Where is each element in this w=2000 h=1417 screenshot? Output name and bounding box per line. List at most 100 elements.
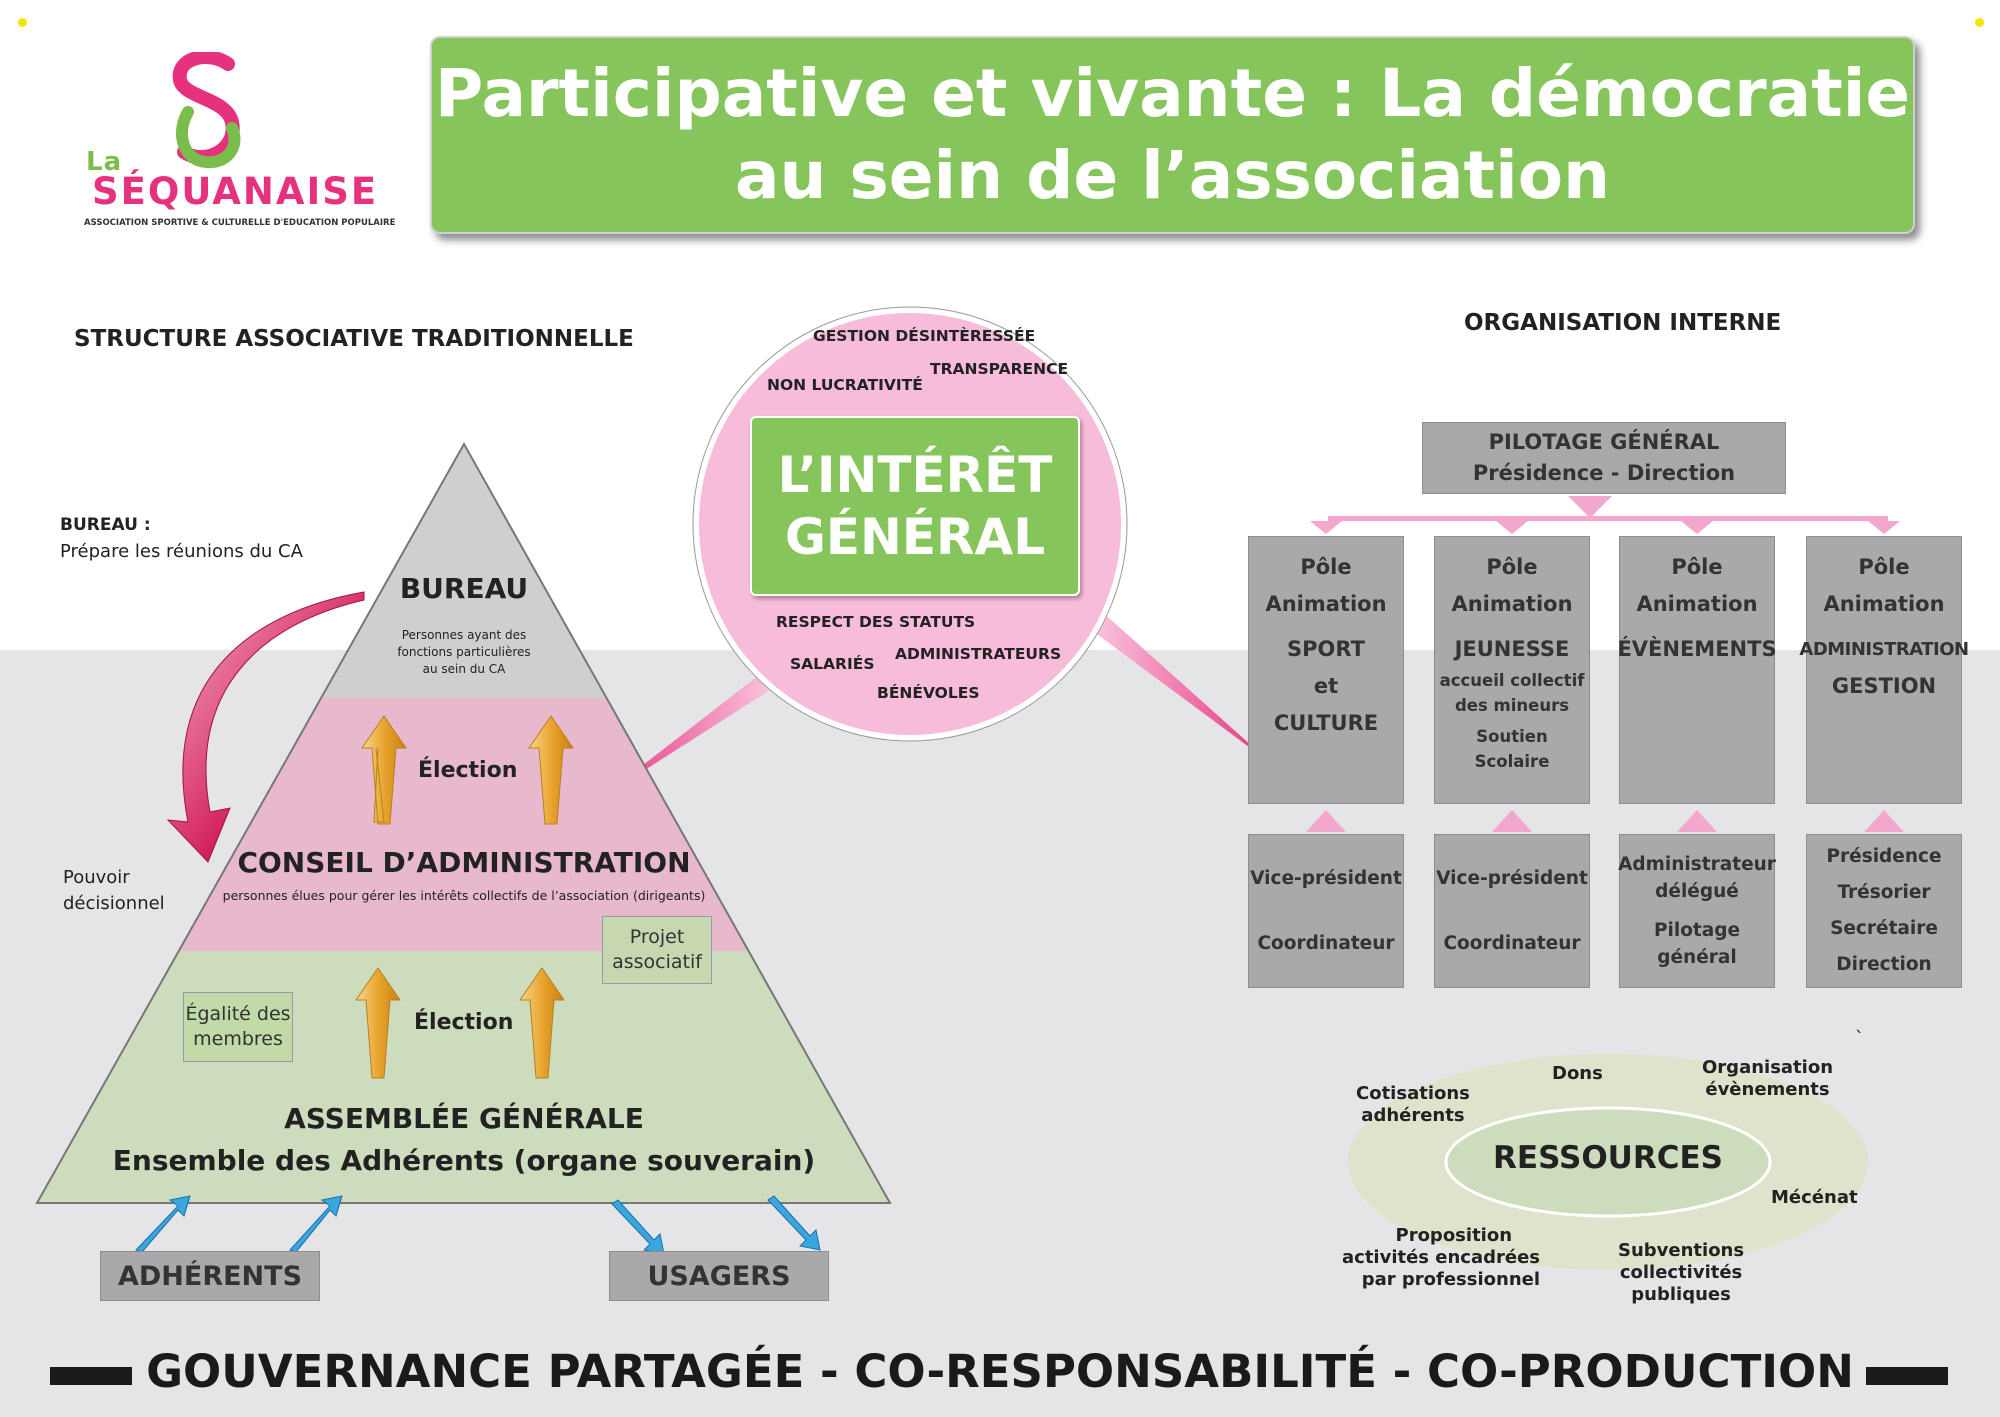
logo-name: SÉQUANAISE	[92, 170, 379, 213]
pilotage-line-1: PILOTAGE GÉNÉRAL	[1488, 430, 1720, 454]
res-mecenat: Mécénat	[1771, 1187, 1858, 1209]
egalite-line-2: membres	[193, 1028, 283, 1050]
role-label: général	[1657, 947, 1737, 968]
pyramid-bureau-desc-3: au sein du CA	[422, 662, 506, 676]
pyramid-layer-ag	[37, 951, 890, 1203]
role-label: Administrateur	[1618, 854, 1776, 875]
projet-associatif-box: Projet associatif	[602, 916, 712, 984]
pole-label: Animation	[1636, 592, 1758, 616]
res-proposition: Proposition activités encadrées par prof…	[1342, 1225, 1540, 1291]
footer-bar-left	[50, 1367, 132, 1385]
pyramid-outline	[35, 441, 892, 1204]
up-arrow-icon	[528, 715, 574, 825]
usagers-box: USAGERS	[609, 1251, 829, 1301]
tag-respect-statuts: RESPECT DES STATUTS	[776, 613, 976, 631]
pyramid-election-2: Élection	[414, 1010, 514, 1035]
res-line: activités encadrées	[1342, 1247, 1541, 1268]
pyramid-ca-desc: personnes élues pour gérer les intérêts …	[222, 888, 706, 903]
left-heading: STRUCTURE ASSOCIATIVE TRADITIONNELLE	[74, 326, 634, 352]
res-line: publiques	[1631, 1284, 1731, 1305]
projet-line-1: Projet	[629, 926, 685, 948]
egalite-line-1: Égalité des	[185, 1003, 291, 1025]
role-label: Direction	[1836, 954, 1932, 975]
usagers-label: USAGERS	[647, 1260, 791, 1292]
pole-label: SPORT	[1287, 637, 1365, 661]
role-label: Trésorier	[1837, 882, 1931, 903]
pole-label: Scolaire	[1474, 752, 1550, 771]
res-organisation: Organisation évènements	[1702, 1057, 1833, 1101]
tag-administrateurs: ADMINISTRATEURS	[895, 645, 1062, 663]
logo-s-icon	[172, 52, 241, 169]
footer-text: GOUVERNANCE PARTAGÉE - CO-RESPONSABILITÉ…	[146, 1345, 1854, 1398]
role-label: Pilotage	[1653, 920, 1741, 941]
title-banner: Participative et vivante : La démocratie…	[430, 36, 1915, 234]
res-line: collectivités	[1619, 1262, 1743, 1283]
pole-evenements: Pôle Animation ÉVÈNEMENTS	[1617, 536, 1777, 804]
role-label: Secrétaire	[1830, 918, 1938, 939]
pilotage-line-2: Présidence - Direction	[1472, 461, 1736, 485]
pole-label: des mineurs	[1454, 696, 1570, 715]
res-line: par professionnel	[1361, 1269, 1541, 1290]
pole-label: CULTURE	[1273, 711, 1379, 735]
corner-dot-right	[1975, 18, 1984, 27]
pole-label: Pôle	[1671, 555, 1723, 579]
corner-dot-left	[18, 18, 27, 27]
election-arrows-lower	[355, 967, 565, 1079]
pouvoir-line-1: Pouvoir	[63, 867, 130, 888]
res-line: Organisation	[1702, 1057, 1834, 1078]
pole-label: Soutien	[1476, 727, 1548, 746]
blue-arrow-icon	[767, 1195, 821, 1251]
pouvoir-line-2: décisionnel	[63, 893, 165, 914]
res-line: Subventions	[1618, 1240, 1745, 1261]
blue-arrow-icon	[135, 1195, 191, 1253]
role-label: Présidence	[1826, 846, 1942, 867]
pole-label: Pôle	[1858, 555, 1910, 579]
interet-line-1: L’INTÉRÊT	[777, 446, 1053, 504]
pole-administration: Pôle Animation ADMINISTRATION GESTION	[1799, 536, 1969, 804]
tag-salaries: SALARIÉS	[790, 655, 875, 673]
interet-general-box: L’INTÉRÊT GÉNÉRAL	[750, 416, 1080, 596]
pole-label: Animation	[1265, 592, 1387, 616]
bureau-note-title: BUREAU :	[60, 515, 151, 535]
res-dons: Dons	[1552, 1063, 1603, 1085]
pole-label: Animation	[1451, 592, 1573, 616]
tag-gestion: GESTION DÉSINTÈRESSÉE	[813, 327, 1036, 345]
tag-benevoles: BÉNÉVOLES	[877, 684, 980, 702]
election-arrows-upper	[361, 715, 574, 825]
pole-sport-culture: Pôle Animation SPORT et CULTURE	[1248, 536, 1404, 804]
pole-label: accueil collectif	[1439, 671, 1585, 690]
pole-label: Animation	[1823, 592, 1945, 616]
pyramid-layer-ca	[37, 698, 890, 951]
pilotage-box: PILOTAGE GÉNÉRAL Présidence - Direction	[1422, 422, 1786, 494]
up-arrow-icon	[355, 967, 401, 1079]
logo-subtitle: ASSOCIATION SPORTIVE & CULTURELLE D'EDUC…	[84, 218, 396, 228]
res-mecenat-text: Mécénat	[1771, 1187, 1858, 1208]
roles-evenements: Administrateur délégué Pilotage général	[1618, 834, 1776, 988]
curved-arrow-icon	[166, 591, 365, 863]
pyramid-ag-title: ASSEMBLÉE GÉNÉRALE	[284, 1102, 644, 1135]
bureau-note-text: Prépare les réunions du CA	[60, 541, 303, 562]
res-cotisations: Cotisations adhérents	[1356, 1083, 1470, 1127]
tag-transparence: TRANSPARENCE	[930, 360, 1069, 378]
projet-line-2: associatif	[612, 951, 702, 973]
role-label: Vice-président	[1436, 868, 1588, 889]
role-label: Vice-président	[1250, 868, 1402, 889]
title-line-1: Participative et vivante : La démocratie	[434, 55, 1911, 132]
pole-label: GESTION	[1831, 674, 1937, 698]
adherents-box: ADHÉRENTS	[100, 1251, 320, 1301]
res-line: Cotisations	[1356, 1083, 1470, 1104]
blue-arrow-icon	[611, 1199, 665, 1255]
org-connectors	[1306, 496, 1904, 832]
ressources-center: RESSOURCES	[1493, 1140, 1723, 1176]
res-line: Proposition	[1395, 1225, 1513, 1246]
right-heading: ORGANISATION INTERNE	[1464, 310, 1782, 336]
pyramid-ca-title: CONSEIL D’ADMINISTRATION	[237, 846, 691, 879]
egalite-box: Égalité des membres	[183, 992, 293, 1062]
pole-label: Pôle	[1300, 555, 1352, 579]
pole-label: ÉVÈNEMENTS	[1617, 637, 1777, 661]
pole-label: ADMINISTRATION	[1799, 639, 1969, 660]
footer-bar-right	[1866, 1367, 1948, 1385]
up-arrow-icon	[519, 967, 565, 1079]
roles-sport-culture: Vice-président Coordinateur	[1248, 834, 1404, 988]
stray-backtick: `	[1855, 1028, 1864, 1049]
